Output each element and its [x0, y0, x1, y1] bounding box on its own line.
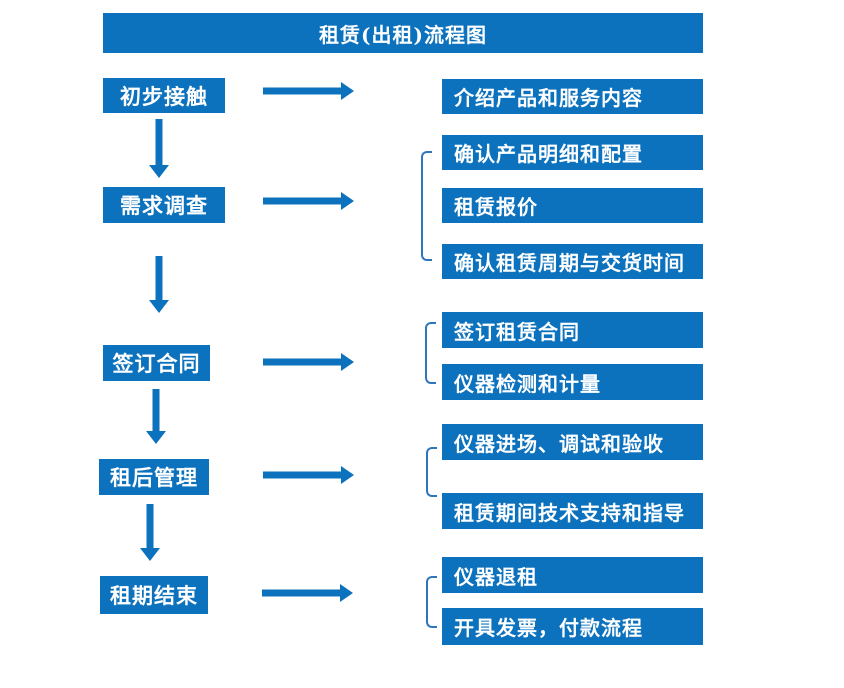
group-bracket-step3-details	[425, 322, 436, 384]
arrow-head-icon	[140, 548, 160, 561]
detail-box-rental-quote: 租赁报价	[442, 188, 703, 223]
right-arrow-step1	[263, 82, 354, 100]
step-box-sign-contract: 签订合同	[103, 345, 210, 381]
detail-box-instrument-return: 仪器退租	[442, 557, 703, 593]
arrow-shaft	[263, 87, 342, 95]
arrow-shaft	[263, 358, 342, 366]
group-bracket-step4-details	[426, 447, 437, 497]
step-box-demand-survey: 需求调查	[103, 187, 225, 223]
arrow-head-icon	[341, 466, 354, 484]
step-box-lease-end: 租期结束	[100, 576, 208, 614]
right-arrow-step2	[263, 192, 354, 210]
detail-box-confirm-period-delivery: 确认租赁周期与交货时间	[442, 244, 703, 279]
arrow-head-icon	[149, 300, 169, 313]
arrow-head-icon	[149, 165, 169, 178]
arrow-head-icon	[146, 431, 166, 444]
detail-box-sign-rental-contract: 签订租赁合同	[442, 312, 703, 348]
group-bracket-step5-details	[426, 576, 437, 628]
arrow-shaft	[155, 256, 163, 301]
arrow-shaft	[263, 197, 342, 205]
arrow-shaft	[263, 471, 342, 479]
detail-box-instrument-inspection: 仪器检测和计量	[442, 364, 703, 400]
diagram-title: 租赁(出租)流程图	[103, 13, 703, 53]
step-box-post-rental-management: 租后管理	[99, 459, 209, 495]
detail-box-introduce-products-services: 介绍产品和服务内容	[442, 79, 703, 114]
down-arrow-step1-to-step2	[149, 119, 169, 178]
detail-box-confirm-product-config: 确认产品明细和配置	[442, 135, 703, 170]
down-arrow-step4-to-step5	[140, 504, 160, 561]
right-arrow-step3	[263, 353, 354, 371]
down-arrow-step3-to-step4	[146, 389, 166, 444]
down-arrow-step2-to-step3	[149, 256, 169, 313]
right-arrow-step4	[263, 466, 354, 484]
step-box-initial-contact: 初步接触	[103, 78, 225, 113]
arrow-head-icon	[340, 584, 353, 602]
right-arrow-step5	[262, 584, 353, 602]
arrow-head-icon	[341, 353, 354, 371]
arrow-shaft	[152, 389, 160, 432]
arrow-shaft	[146, 504, 154, 549]
detail-box-technical-support: 租赁期间技术支持和指导	[442, 493, 703, 529]
arrow-head-icon	[341, 82, 354, 100]
group-bracket-step2-details	[421, 151, 432, 261]
arrow-shaft	[155, 119, 163, 166]
arrow-shaft	[262, 589, 341, 597]
arrow-head-icon	[341, 192, 354, 210]
detail-box-instrument-setup-acceptance: 仪器进场、调试和验收	[442, 424, 703, 460]
detail-box-invoice-payment: 开具发票，付款流程	[442, 608, 703, 645]
